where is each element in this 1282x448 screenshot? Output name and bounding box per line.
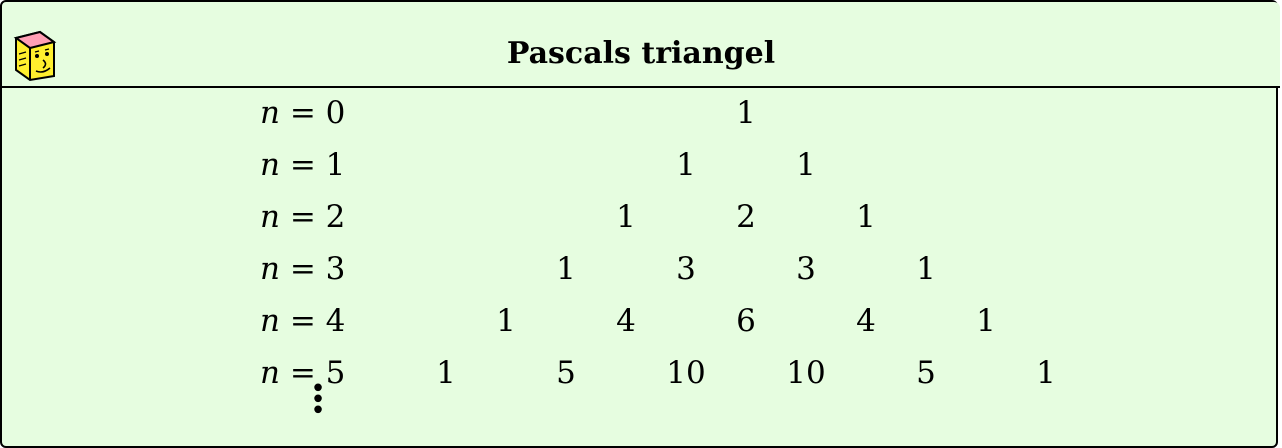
row-label: n = 5 — [260, 356, 400, 390]
triangle-entry: 1 — [676, 147, 696, 183]
row-label: n = 2 — [260, 200, 400, 234]
row-index: 2 — [325, 199, 346, 235]
row-equals: = — [279, 147, 326, 183]
row-index: 1 — [325, 147, 346, 183]
triangle-entry: 3 — [676, 251, 696, 287]
row-equals: = — [279, 95, 326, 131]
row-label: n = 1 — [260, 148, 400, 182]
triangle-entry: 1 — [856, 199, 876, 235]
row-label: n = 0 — [260, 96, 400, 130]
triangle-entry: 1 — [916, 251, 936, 287]
triangle-entry: 10 — [786, 355, 826, 391]
triangle-entry: 1 — [556, 251, 576, 287]
row-equals: = — [279, 199, 326, 235]
row-variable: n — [260, 355, 280, 391]
triangle-entry: 1 — [436, 355, 456, 391]
triangle-entry: 1 — [796, 147, 816, 183]
triangle-entry: 1 — [1036, 355, 1056, 391]
row-equals: = — [279, 355, 326, 391]
row-equals: = — [279, 251, 326, 287]
row-equals: = — [279, 303, 326, 339]
triangle-entry: 4 — [616, 303, 636, 339]
triangle-entry: 1 — [616, 199, 636, 235]
row-variable: n — [260, 251, 280, 287]
row-index: 5 — [325, 355, 346, 391]
triangle-entry: 10 — [666, 355, 706, 391]
triangle-entry: 3 — [796, 251, 816, 287]
triangle-entry: 6 — [736, 303, 756, 339]
continuation-dots: ••• — [310, 374, 326, 426]
triangle-entry: 1 — [736, 95, 756, 131]
row-index: 0 — [325, 95, 346, 131]
triangle-entry: 1 — [976, 303, 996, 339]
row-variable: n — [260, 199, 280, 235]
row-index: 3 — [325, 251, 346, 287]
title-bar — [2, 2, 1280, 88]
row-index: 4 — [325, 303, 346, 339]
triangle-entry: 1 — [496, 303, 516, 339]
book-icon — [13, 30, 57, 82]
row-variable: n — [260, 147, 280, 183]
row-label: n = 4 — [260, 304, 400, 338]
row-variable: n — [260, 95, 280, 131]
triangle-entry: 5 — [556, 355, 576, 391]
triangle-entry: 2 — [736, 199, 756, 235]
row-label: n = 3 — [260, 252, 400, 286]
row-variable: n — [260, 303, 280, 339]
triangle-entry: 4 — [856, 303, 876, 339]
triangle-entry: 5 — [916, 355, 936, 391]
page-title: Pascals triangel — [506, 36, 776, 71]
